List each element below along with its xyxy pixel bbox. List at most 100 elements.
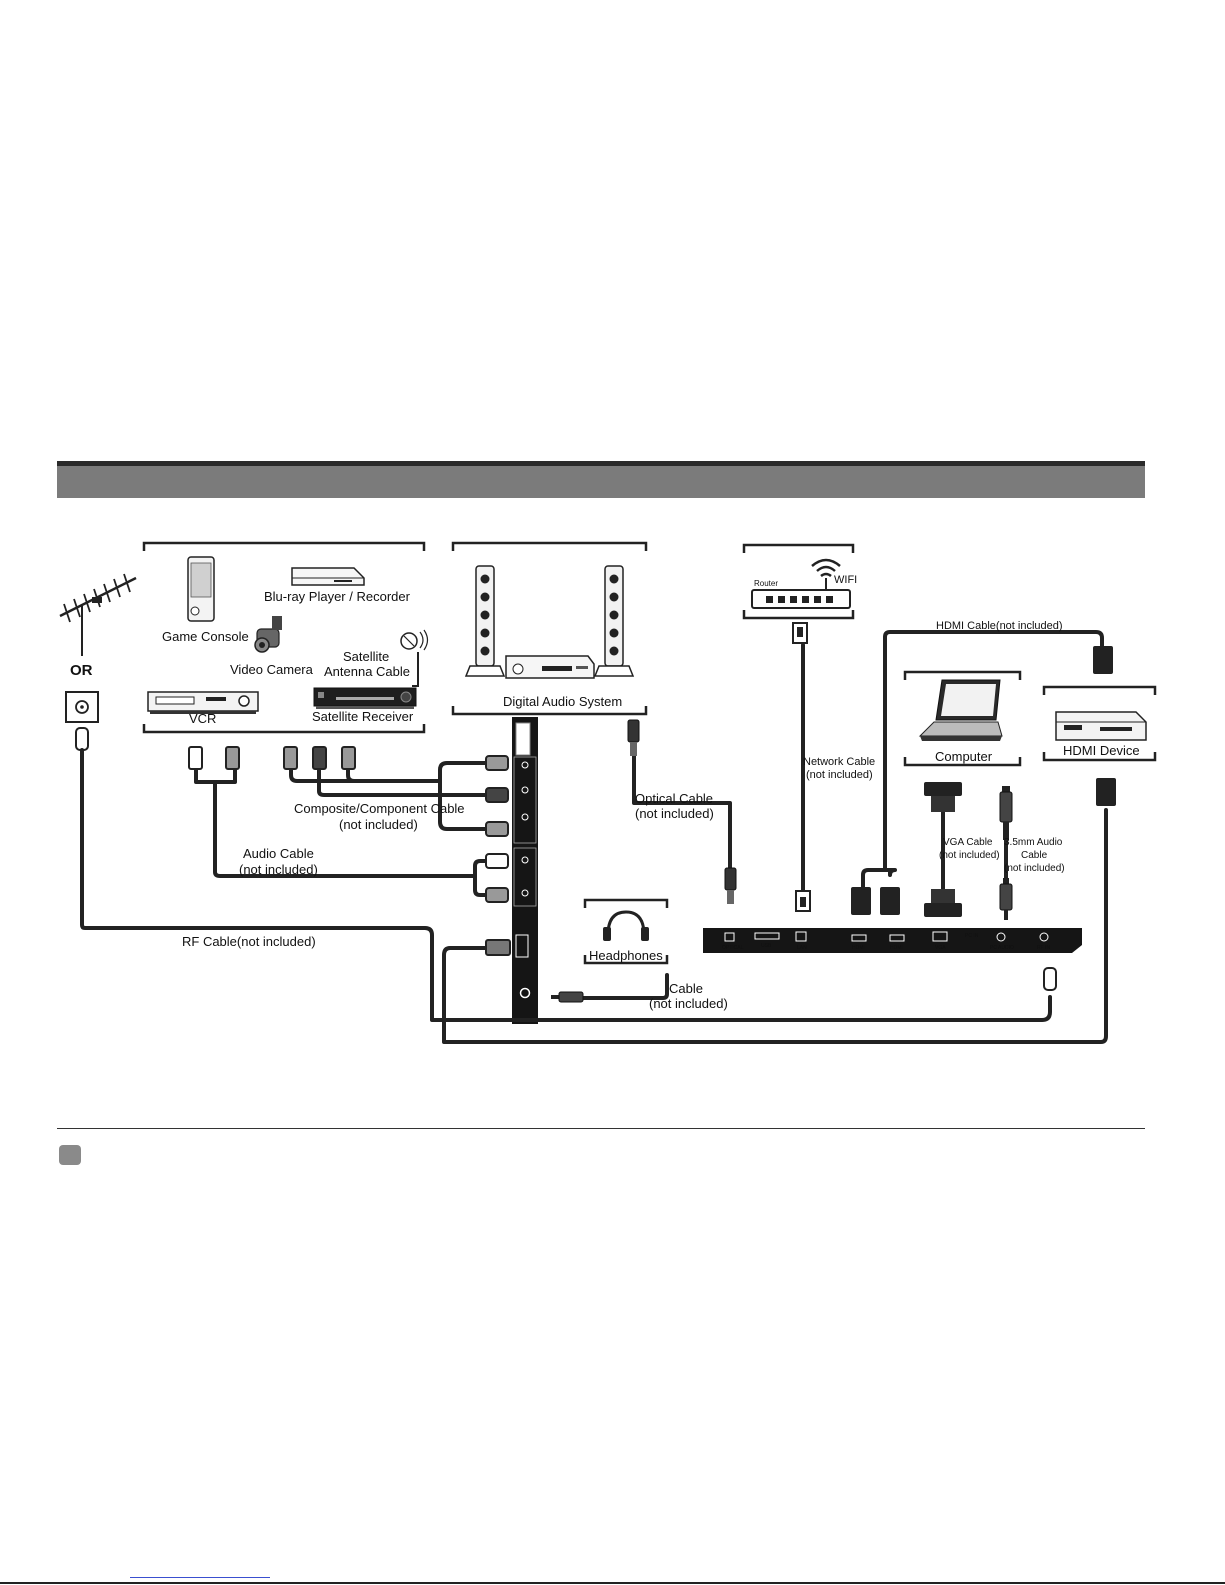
rca-plugs-side-icon bbox=[485, 755, 509, 903]
rf-plug-bottom-icon bbox=[1043, 967, 1057, 991]
rf-cable bbox=[80, 748, 1052, 1022]
network-plug-bottom-icon bbox=[795, 890, 811, 912]
headphones-icon bbox=[603, 910, 649, 941]
vga-cable-label-line2: (not included) bbox=[939, 850, 1000, 861]
satellite-antenna-label-line2: Antenna Cable bbox=[324, 664, 410, 679]
optical-plug-top-icon bbox=[627, 719, 640, 756]
audio35-cable-label-line2: Cable bbox=[1021, 850, 1048, 861]
port-lan-label: LAN bbox=[797, 945, 807, 951]
port-vga-label: VGA bbox=[935, 945, 946, 951]
computer-bracket-bottom bbox=[903, 757, 1022, 767]
game-console-icon bbox=[187, 556, 215, 622]
headphones-bracket-bottom bbox=[583, 955, 669, 965]
vga-cable-label-line1: VGA Cable bbox=[943, 837, 993, 848]
rf-plug-icon bbox=[75, 727, 89, 751]
hdmi-device-icon bbox=[1055, 711, 1147, 741]
headphones-label: Headphones bbox=[589, 948, 663, 963]
composite-cable-label-line2: (not included) bbox=[339, 817, 418, 832]
rca-plugs-audio-icon bbox=[188, 746, 240, 770]
router-bracket-bottom bbox=[742, 610, 855, 620]
network-plug-top-icon bbox=[792, 622, 808, 644]
headphone-cable-label-line1: Cable bbox=[669, 981, 703, 996]
audio35-cable-label-line1: 3.5mm Audio bbox=[1004, 837, 1063, 848]
rca-plugs-composite-icon bbox=[283, 746, 356, 770]
bottom-link-underline bbox=[130, 1577, 270, 1578]
audio35-cable-label-line3: (not included) bbox=[1004, 863, 1065, 874]
tv-side-panel bbox=[512, 717, 538, 1024]
video-camera-icon bbox=[254, 616, 282, 653]
satellite-receiver-label: Satellite Receiver bbox=[312, 709, 414, 724]
or-label: OR bbox=[70, 662, 93, 679]
audio35-plug-top-icon bbox=[999, 786, 1013, 840]
av-devices-bracket-bottom bbox=[142, 724, 426, 734]
video-camera-label: Video Camera bbox=[230, 662, 314, 677]
hdmi-device-bracket-bottom bbox=[1042, 752, 1157, 762]
audio-cable-label-line2: (not included) bbox=[239, 862, 318, 877]
optical-cable-label-line2: (not included) bbox=[635, 806, 714, 821]
footer-divider bbox=[57, 1128, 1145, 1129]
router-label: Router bbox=[754, 579, 778, 588]
headphones-bracket-top bbox=[583, 898, 669, 908]
laptop-icon bbox=[918, 679, 1003, 741]
rf-cable-label: RF Cable(not included) bbox=[182, 934, 316, 949]
network-cable-label-line1: Network Cable bbox=[803, 756, 875, 768]
av-devices-bracket-top bbox=[142, 541, 426, 551]
computer-bracket-top bbox=[903, 670, 1022, 680]
hdmi-plugs-bottom-icon bbox=[851, 887, 900, 915]
audio35-plug-bottom-icon bbox=[999, 878, 1013, 920]
bottom-rule bbox=[0, 1582, 1225, 1584]
port-optical-label: OPTICAL bbox=[722, 945, 744, 951]
antenna-icon bbox=[59, 573, 137, 656]
hdmi-plug-top-right-icon bbox=[1093, 646, 1113, 674]
hdmi-cable-label: HDMI Cable(not included) bbox=[936, 620, 1063, 632]
optical-plug-bottom-icon bbox=[724, 867, 737, 904]
router-icon bbox=[751, 589, 851, 609]
headphone-jack-plug-icon bbox=[551, 991, 584, 1003]
satellite-antenna-label-line1: Satellite bbox=[343, 649, 389, 664]
port-rf-in-label: RF IN bbox=[1037, 945, 1050, 951]
satellite-dish-icon bbox=[400, 629, 429, 687]
game-console-label: Game Console bbox=[162, 629, 249, 644]
audio-system-bracket-bottom bbox=[451, 706, 648, 716]
audio-receiver-icon bbox=[505, 655, 595, 679]
composite-cable-bottom bbox=[346, 766, 490, 831]
hdmi-plug-side-icon bbox=[485, 939, 511, 956]
optical-cable bbox=[632, 754, 732, 870]
vga-plug-bottom-icon bbox=[924, 889, 962, 917]
hdmi-side-cable bbox=[442, 808, 1108, 1044]
tv-bottom-panel: OPTICAL USB LAN HDMI HDMI VGA PC IN PC A… bbox=[703, 928, 1082, 953]
vcr-label: VCR bbox=[189, 711, 216, 726]
composite-cable-label-line1: Composite/Component Cable bbox=[294, 801, 465, 816]
optical-cable-label-line1: Optical Cable bbox=[635, 791, 713, 806]
audio-system-bracket-top bbox=[451, 541, 648, 551]
port-usb-label: USB bbox=[761, 943, 772, 949]
network-cable-label-line2: (not included) bbox=[806, 769, 873, 781]
audio-cable bbox=[194, 766, 490, 897]
hdmi-plug-device-icon bbox=[1096, 778, 1116, 806]
blu-ray-label: Blu-ray Player / Recorder bbox=[264, 589, 411, 604]
speaker-right-icon bbox=[593, 565, 635, 677]
port-hdmi2-label: HDMI bbox=[890, 945, 903, 951]
footer-bullet-icon bbox=[59, 1145, 81, 1165]
wifi-icon bbox=[811, 558, 841, 590]
speaker-left-icon bbox=[464, 565, 506, 677]
wall-coax-outlet-icon bbox=[65, 691, 99, 723]
port-pc-audio-label: PC AUDIO bbox=[990, 945, 1014, 951]
audio-cable-label-line1: Audio Cable bbox=[243, 846, 314, 861]
hdmi-top-cable bbox=[861, 630, 1104, 889]
vcr-icon bbox=[147, 691, 259, 714]
composite-cable-middle bbox=[317, 766, 490, 797]
section-header-bar bbox=[57, 461, 1145, 498]
computer-label: Computer bbox=[935, 749, 993, 764]
headphone-cable bbox=[581, 973, 669, 1000]
port-hdmi1-label: HDMI bbox=[852, 945, 865, 951]
hdmi-device-bracket-top bbox=[1042, 685, 1157, 695]
vga-plug-top-icon bbox=[924, 782, 962, 812]
wifi-label: WIFI bbox=[834, 574, 857, 586]
satellite-receiver-icon bbox=[313, 687, 417, 709]
hdmi-device-label: HDMI Device bbox=[1063, 743, 1140, 758]
port-pc-in-label: PC IN bbox=[965, 933, 979, 939]
blu-ray-player-icon bbox=[291, 567, 365, 586]
headphone-cable-label-line2: (not included) bbox=[649, 996, 728, 1011]
